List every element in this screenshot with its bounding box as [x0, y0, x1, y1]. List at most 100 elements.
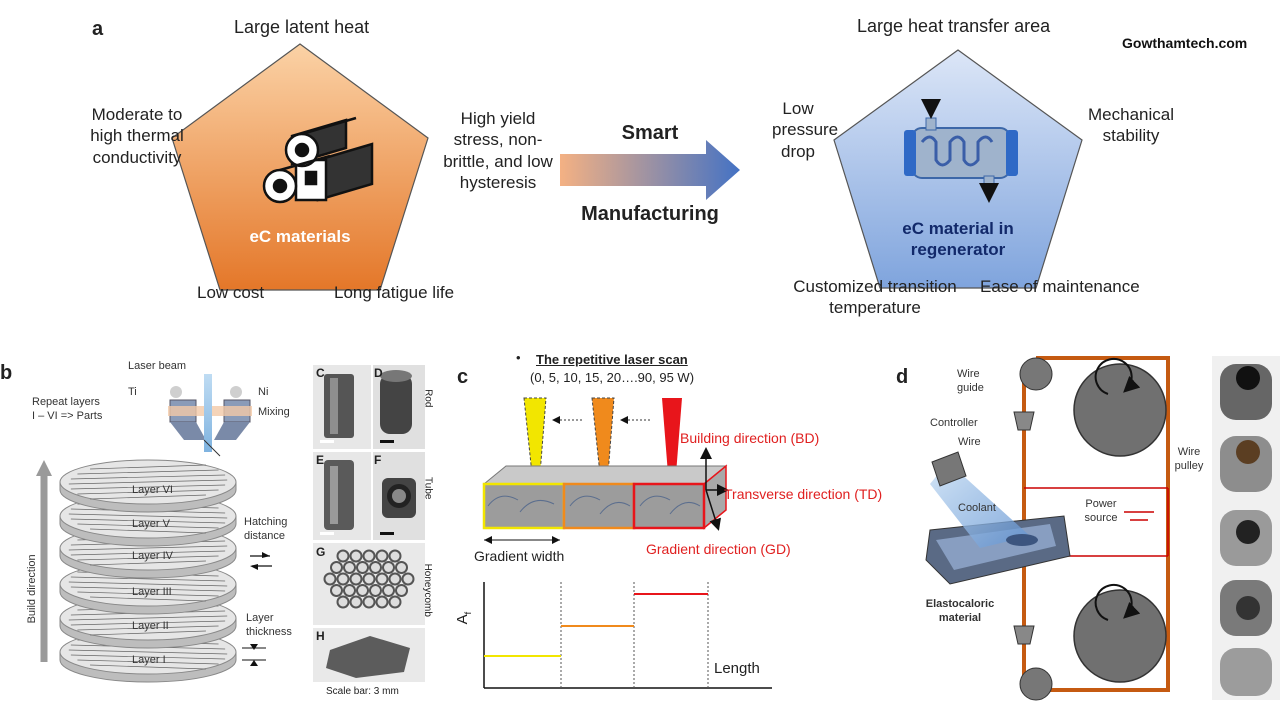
elasto-line-1: Elastocaloric: [925, 598, 995, 610]
photo-honeycomb-g: [313, 543, 425, 625]
y-axis-subscript: f: [463, 611, 474, 615]
hatch-line: [68, 649, 228, 655]
elasto-line-2: material: [938, 611, 982, 624]
label-ni: Ni: [258, 386, 269, 398]
hatch-line: [90, 560, 206, 566]
hatch-line: [77, 659, 219, 665]
label-transverse-direction: Transverse direction (TD): [724, 486, 883, 502]
controller-bottom: [1013, 625, 1035, 645]
label-power-source: Power source: [1078, 498, 1124, 526]
label-mixing: Mixing: [258, 406, 290, 418]
x-axis-label: Length: [714, 660, 760, 677]
label-high-yield-line-3: brittle, and low: [443, 151, 553, 171]
photo-tube-f: [373, 452, 425, 540]
label-gradient-width: Gradient width: [474, 548, 565, 564]
hatch-line: [70, 620, 226, 626]
label-low-pressure-drop: Low pressure drop: [772, 98, 838, 162]
hatch-line: [77, 625, 219, 631]
repeat-line-1: Repeat layers: [32, 396, 100, 408]
watermark: Gowthamtech.com: [1122, 35, 1248, 51]
honeycomb-cell: [388, 595, 402, 609]
label-mech-line-2: stability: [1102, 126, 1160, 146]
photo-letter-e: E: [316, 453, 325, 467]
label-ease-of-maintenance: Ease of maintenance: [980, 277, 1140, 296]
hatching-line-2: distance: [244, 529, 285, 542]
top-pulley: [1073, 363, 1167, 457]
hatch-line: [68, 479, 228, 485]
honeycomb-cell: [369, 561, 382, 574]
scan-powers: (0, 5, 10, 15, 20….90, 95 W): [530, 370, 695, 385]
controller-top: [1013, 411, 1035, 431]
honeycomb-cell: [330, 561, 343, 574]
repeat-line-2: I – VI => Parts: [32, 409, 103, 422]
label-high-yield: High yield stress, non- brittle, and low…: [436, 108, 560, 193]
arrow-label-smart: Smart: [621, 122, 679, 144]
panel-letter-a: a: [92, 18, 104, 40]
bottom-guide-roller: [1019, 667, 1053, 701]
honeycomb-cell: [395, 561, 408, 574]
af-step-plot: [483, 582, 772, 689]
thickness-line-1: Layer: [246, 612, 274, 624]
label-ti: Ti: [128, 386, 137, 398]
honeycomb-cell: [395, 584, 408, 597]
honeycomb-cell: [343, 584, 356, 597]
label-controller: Controller: [930, 417, 978, 429]
label-heat-transfer-area: Large heat transfer area: [857, 16, 1051, 36]
bullet: •: [516, 350, 521, 365]
hatch-line: [90, 596, 206, 602]
hatch-line: [90, 528, 206, 534]
panel-letter-c: c: [457, 366, 469, 388]
ec-bars-icon: [262, 116, 374, 204]
honeycomb-cell: [362, 549, 376, 563]
label-layer-thickness: Layer thickness: [246, 612, 292, 640]
hatch-line: [70, 484, 226, 490]
honeycomb-cell: [382, 561, 395, 574]
label-coolant: Coolant: [958, 502, 996, 514]
honeycomb-cell: [388, 572, 402, 586]
coolant-nozzle: [931, 451, 967, 487]
hatch-line: [70, 576, 226, 582]
photo-rod-d: [373, 365, 425, 449]
side-label-rod: Rod: [422, 389, 434, 408]
photo-letter-f: F: [374, 453, 382, 467]
hatch-line: [77, 489, 219, 495]
layer-stack: [59, 459, 237, 683]
honeycomb-cell: [388, 549, 402, 563]
power-circuit: [1024, 487, 1169, 557]
layer-label: Layer V: [132, 518, 170, 530]
regen-line-1: eC material in: [902, 219, 1014, 238]
panel-letter-d: d: [896, 366, 909, 388]
power-line-1: Power: [1085, 498, 1117, 510]
label-high-yield-line-4: hysteresis: [459, 172, 537, 192]
hatch-line: [70, 550, 226, 556]
laser-scans: [523, 397, 682, 475]
hatch-line: [68, 513, 228, 519]
honeycomb-cell: [330, 584, 343, 597]
honeycomb-cell: [323, 572, 337, 586]
hatch-line: [77, 523, 219, 529]
photo-letter-h: H: [316, 629, 325, 643]
label-wire: Wire: [958, 436, 981, 448]
photo-letter-g: G: [316, 545, 326, 559]
hatch-line: [68, 545, 228, 551]
label-customized-transition: Customized transition temperature: [780, 276, 970, 319]
side-label-tube: Tube: [422, 477, 434, 500]
label-large-latent-heat: Large latent heat: [234, 17, 370, 37]
label-ct-line-1: Customized transition: [793, 277, 957, 296]
label-repeat-layers: Repeat layers I – VI => Parts: [32, 396, 102, 424]
hatch-line: [70, 654, 226, 660]
honeycomb-cell: [375, 549, 389, 563]
layer-label: Layer VI: [132, 484, 173, 496]
scan-title: The repetitive laser scan: [536, 352, 688, 367]
regenerator-label: eC material in regenerator: [878, 218, 1038, 261]
photo-letter-d: D: [374, 366, 383, 380]
label-long-fatigue-life: Long fatigue life: [334, 283, 455, 302]
honeycomb-cell: [362, 595, 376, 609]
label-wire-pulley: Wire pulley: [1168, 446, 1210, 474]
honeycomb-cell: [336, 595, 350, 609]
label-building-direction: Building direction (BD): [680, 430, 820, 446]
photo-honeycomb-h: [313, 628, 425, 682]
power-line-2: source: [1084, 511, 1118, 524]
